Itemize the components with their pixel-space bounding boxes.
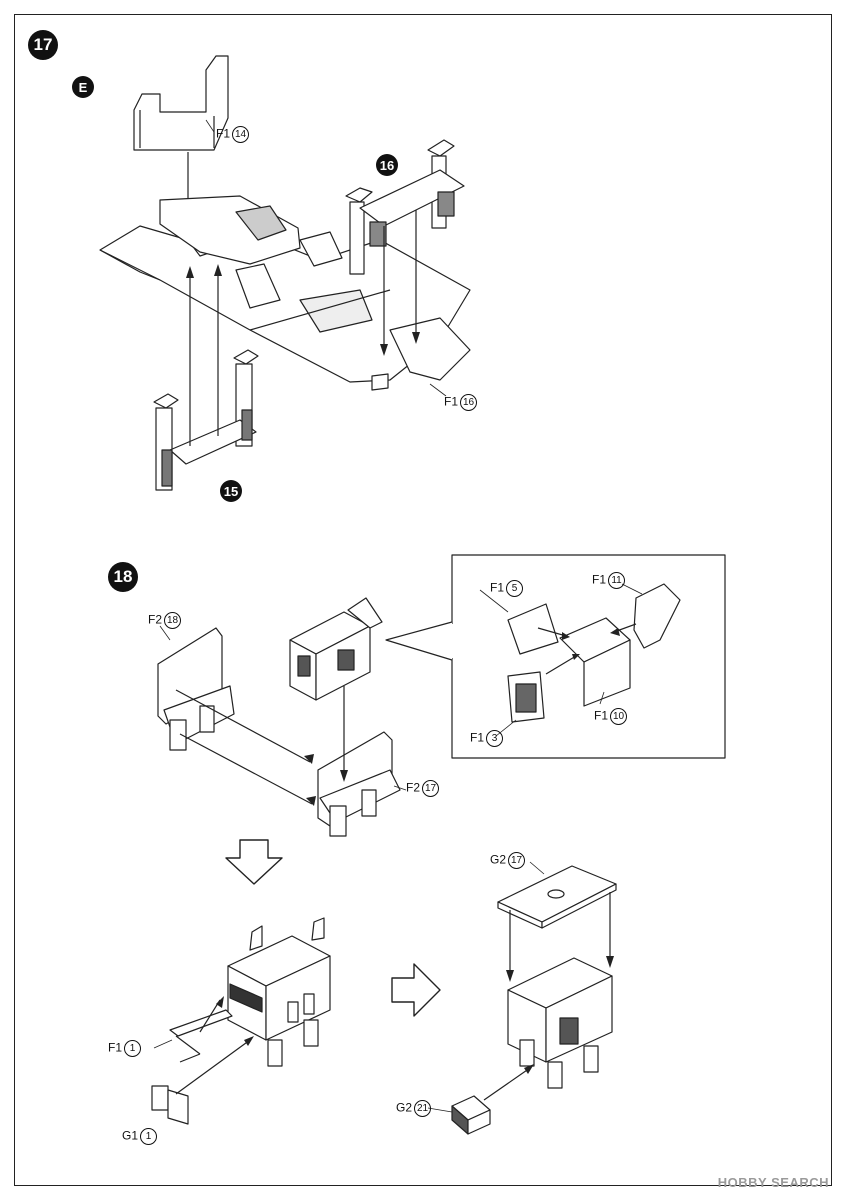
- arrow-f2-upper: [175, 689, 311, 763]
- part-f1-1: [169, 1009, 233, 1063]
- right-arrow: [391, 963, 441, 1017]
- part-g2-21: [451, 1095, 491, 1135]
- engine-block: [289, 597, 383, 701]
- subassembly-16: [345, 139, 465, 275]
- label-leaders: [153, 119, 643, 1113]
- step-18-marker: 18: [108, 562, 138, 592]
- assembled-block-left: [227, 917, 331, 1067]
- sub-e-marker: E: [72, 76, 94, 98]
- down-arrow: [225, 839, 283, 885]
- step-17-marker: 17: [28, 30, 58, 60]
- sub-15-marker: 15: [220, 480, 242, 502]
- subassembly-15: [153, 349, 259, 491]
- part-f2-18: [157, 627, 235, 751]
- part-f2-17: [317, 731, 401, 837]
- sub-16-marker: 16: [376, 154, 398, 176]
- part-g2-17: [497, 865, 617, 929]
- watermark: HOBBY SEARCH: [717, 1175, 829, 1190]
- arrow-f2-lower: [179, 733, 313, 805]
- arrow-f1-1: [199, 999, 221, 1033]
- arrow-g1-1: [175, 1039, 251, 1095]
- page-frame: [14, 14, 832, 1186]
- part-g1-1: [151, 1085, 189, 1125]
- part-f1-14: [133, 55, 229, 151]
- arrow-g2-21: [483, 1067, 531, 1101]
- chassis-frame: [99, 195, 471, 391]
- detail-callout: [385, 554, 726, 759]
- assembled-block-right: [507, 957, 613, 1089]
